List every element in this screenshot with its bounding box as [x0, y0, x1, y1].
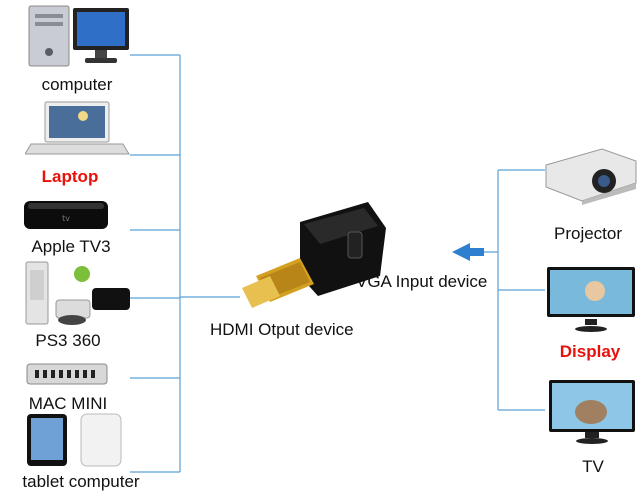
vga-input-label: VGA Input device — [356, 272, 488, 291]
svg-text:tv: tv — [62, 214, 70, 223]
arrow-left-icon — [452, 243, 470, 261]
tablet-icon — [25, 412, 130, 473]
device-label-laptop: Laptop — [41, 167, 99, 186]
tv-icon — [547, 378, 637, 451]
projector-icon — [542, 145, 640, 210]
game-console-icon — [22, 260, 132, 333]
apple-tv-icon: tv — [22, 195, 112, 240]
hdmi-output-label: HDMI Otput device — [210, 320, 354, 339]
device-label-mac-mini: MAC MINI — [28, 394, 108, 413]
device-label-tablet-computer: tablet computer — [22, 472, 140, 491]
device-label-display: Display — [559, 342, 621, 361]
laptop-icon — [24, 98, 130, 163]
device-label-ps3-360: PS3 360 — [35, 331, 101, 350]
device-label-tv: TV — [582, 457, 604, 476]
hdmi-to-vga-adapter-icon — [240, 198, 390, 328]
monitor-icon — [545, 265, 637, 338]
device-label-computer: computer — [41, 75, 113, 94]
device-label-apple-tv3: Apple TV3 — [31, 237, 111, 256]
device-label-projector: Projector — [553, 224, 623, 243]
mac-mini-icon — [25, 360, 111, 393]
desktop-computer-icon — [25, 2, 135, 75]
